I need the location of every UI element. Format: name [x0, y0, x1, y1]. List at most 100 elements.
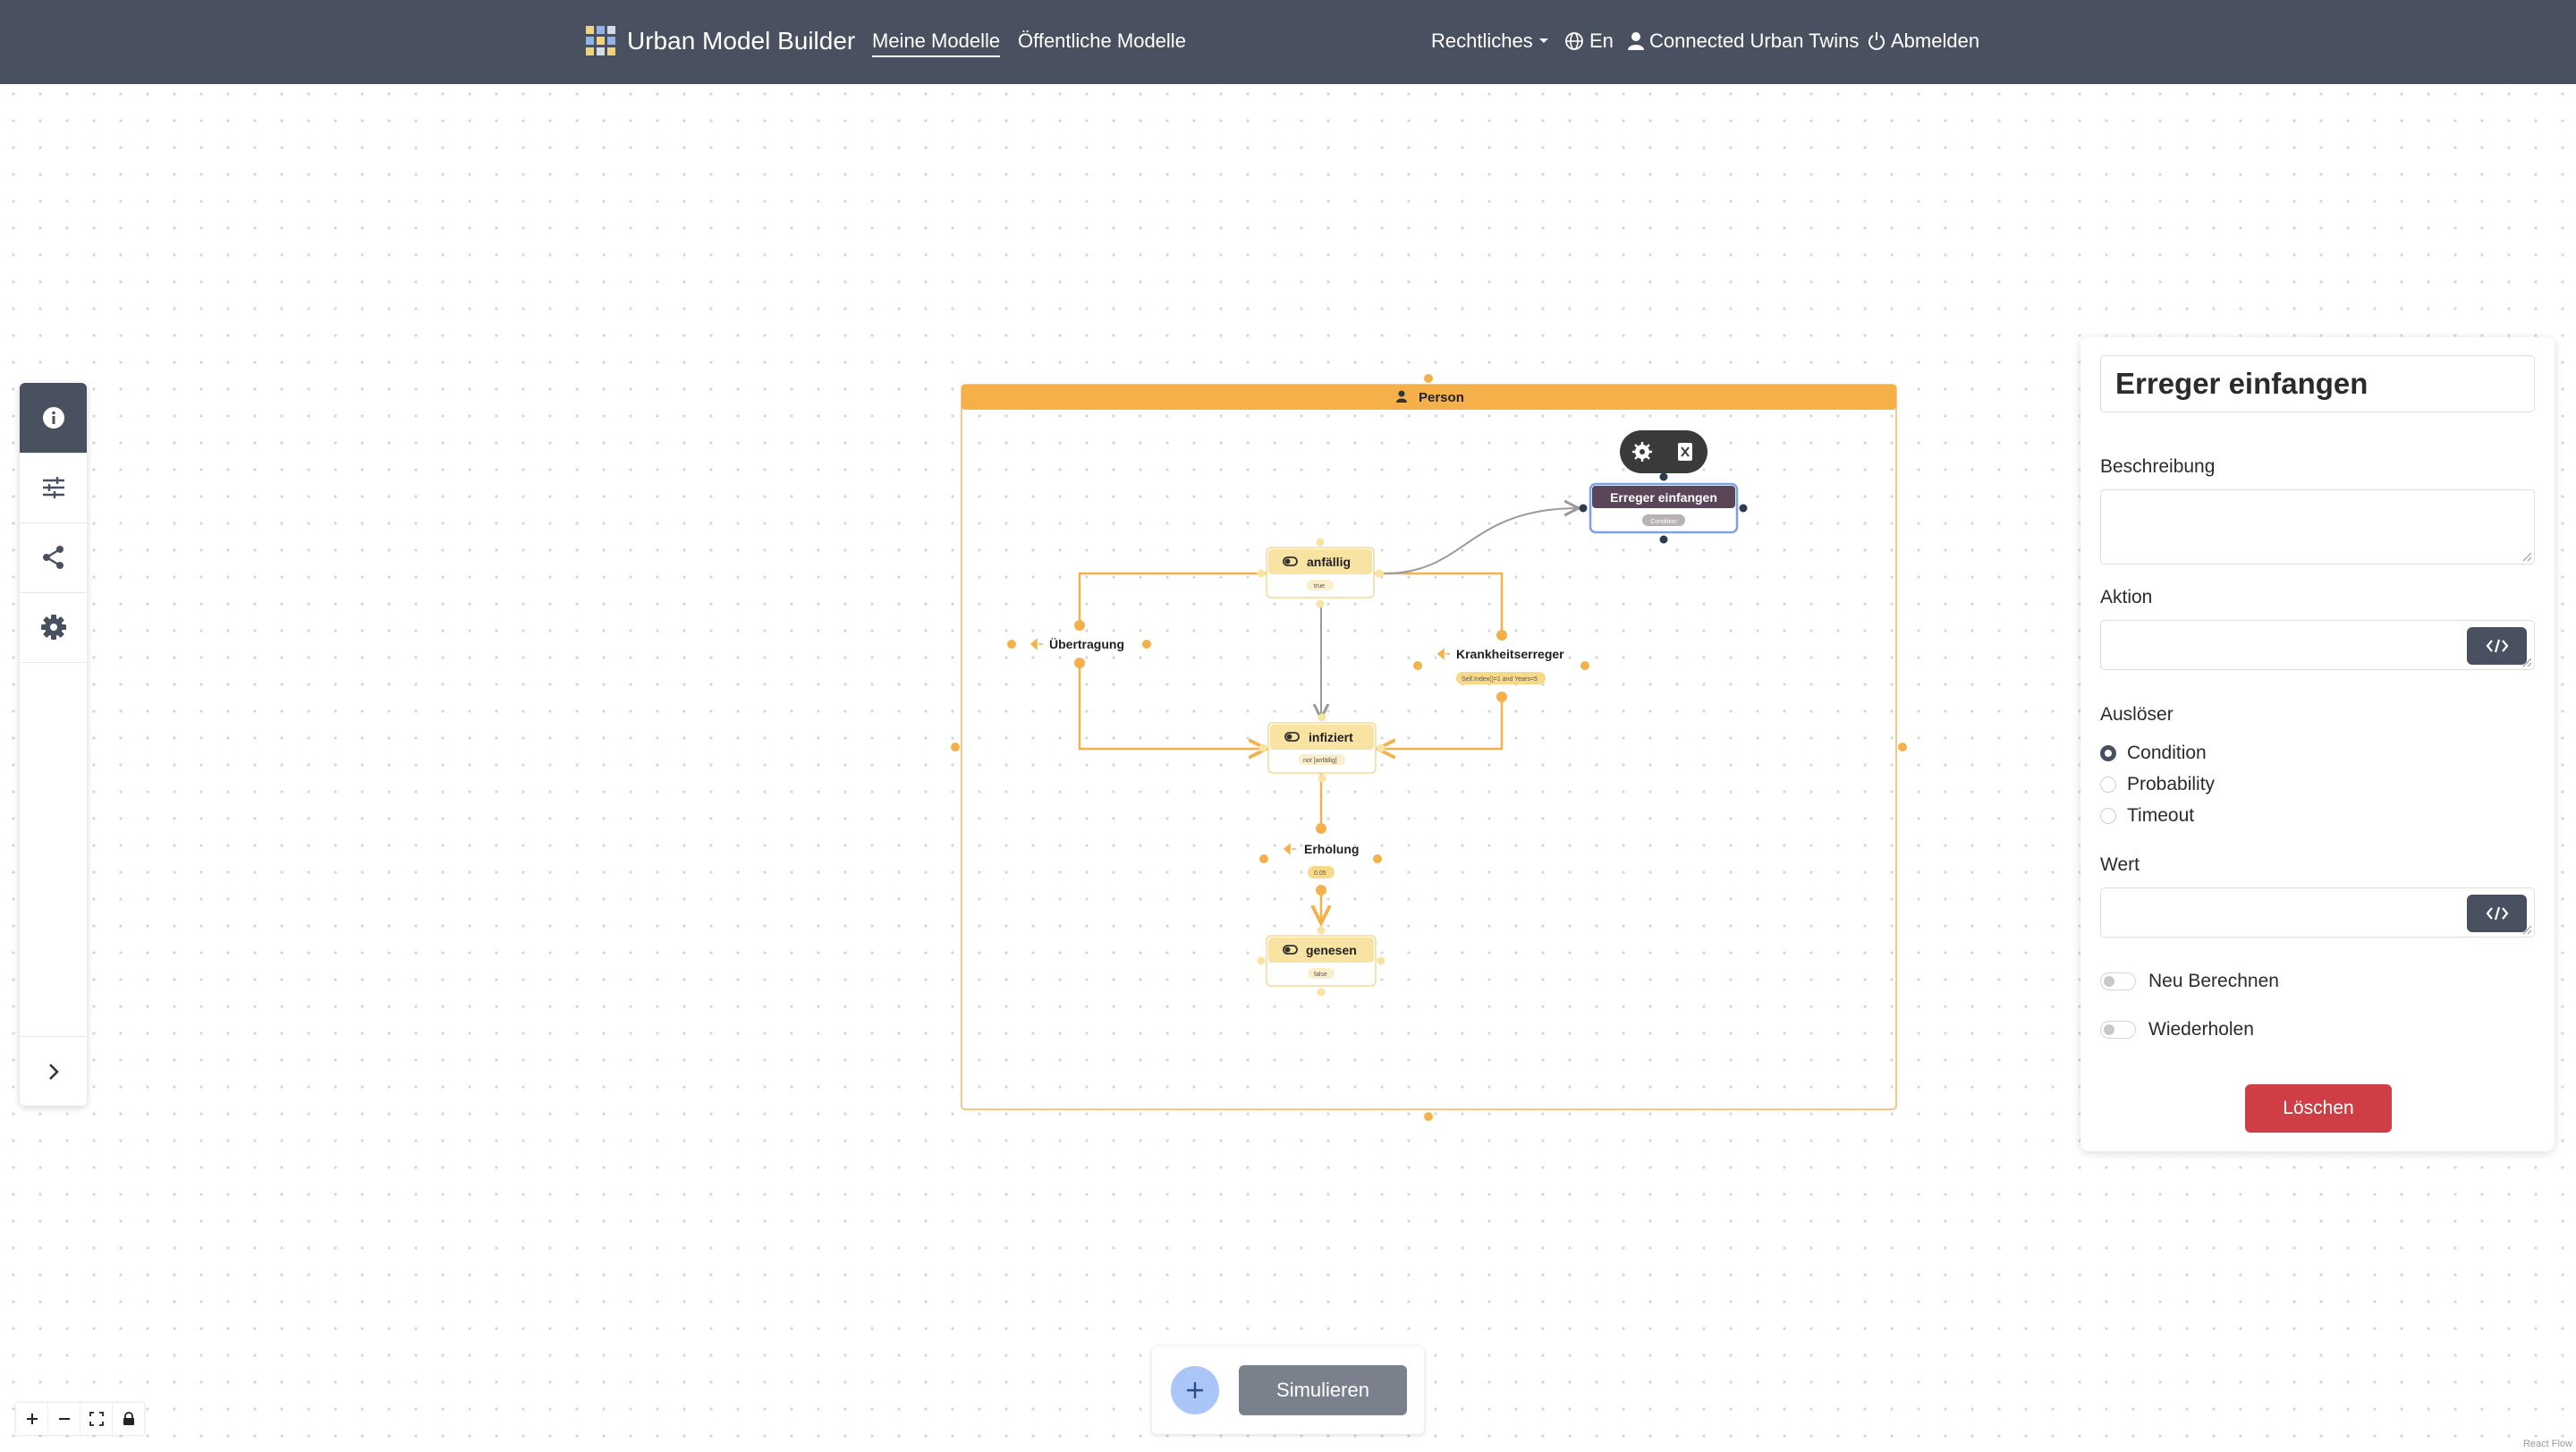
properties-panel: Erreger einfangen Beschreibung Aktion Au… — [2080, 337, 2555, 1151]
action-textarea[interactable] — [2100, 620, 2535, 670]
description-label: Beschreibung — [2100, 456, 2216, 477]
trigger-option-probability[interactable]: Probability — [2100, 774, 2215, 795]
flow-icon — [1030, 638, 1043, 650]
flow-node-erholung[interactable]: Erholung 0.05 — [1259, 823, 1382, 896]
language-switch[interactable]: En — [1564, 30, 1614, 53]
sidebar-expand-button[interactable] — [20, 1036, 87, 1106]
sidebar-settings-button[interactable] — [20, 592, 87, 663]
globe-icon — [1565, 32, 1583, 50]
radio-label: Timeout — [2127, 805, 2195, 826]
stock-node-genesen[interactable]: genesen false — [1257, 926, 1385, 997]
resize-grip-icon[interactable] — [2521, 924, 2532, 935]
minus-icon — [58, 1418, 70, 1420]
plus-icon — [26, 1414, 38, 1424]
user-label: Connected Urban Twins — [1649, 30, 1860, 52]
node-label: Übertragung — [1049, 637, 1124, 651]
edges[interactable] — [1078, 508, 1579, 923]
value-textarea[interactable] — [2100, 887, 2535, 938]
person-icon — [1396, 390, 1407, 403]
transition-node-erreger-einfangen[interactable]: Erreger einfangen Condition — [1579, 430, 1748, 544]
radio-label: Probability — [2127, 774, 2216, 794]
group-title: Person — [1419, 390, 1464, 405]
toggle-recalculate[interactable]: Neu Berechnen — [2100, 971, 2279, 992]
flow-node-uebertragung[interactable]: Übertragung — [1007, 620, 1151, 668]
value-label: Wert — [2100, 854, 2140, 875]
lock-icon — [123, 1412, 134, 1425]
value-code-button[interactable] — [2467, 895, 2527, 932]
language-label: En — [1589, 30, 1614, 52]
toggle-icon — [1283, 556, 1298, 566]
toggle-repeat[interactable]: Wiederholen — [2100, 1019, 2254, 1040]
caret-down-icon — [1538, 38, 1548, 43]
nav-public-models[interactable]: Öffentliche Modelle — [1018, 30, 1186, 52]
radio-probability[interactable] — [2100, 777, 2116, 793]
group-handles[interactable] — [951, 374, 1907, 1121]
node-label: anfällig — [1307, 555, 1351, 569]
radio-label: Condition — [2127, 743, 2207, 763]
gear-icon — [40, 615, 66, 640]
pathogen-icon[interactable] — [1632, 442, 1652, 462]
legal-label: Rechtliches — [1431, 30, 1533, 52]
zoom-controls — [16, 1403, 144, 1435]
stock-node-anfaellig[interactable]: anfällig true — [1257, 538, 1384, 608]
toggle-icon — [1284, 732, 1300, 742]
toggle-switch[interactable] — [2100, 1021, 2136, 1039]
node-label: infiziert — [1309, 730, 1353, 744]
description-textarea[interactable] — [2100, 489, 2535, 565]
edge-uebertragung-infiziert — [1078, 662, 1267, 749]
left-sidebar — [20, 383, 87, 1106]
brand[interactable]: Urban Model Builder — [586, 26, 855, 56]
toggle-label: Neu Berechnen — [2148, 971, 2279, 991]
trigger-option-timeout[interactable]: Timeout — [2100, 805, 2194, 827]
trigger-option-condition[interactable]: Condition — [2100, 743, 2207, 764]
flow-icon — [1436, 648, 1450, 660]
power-icon — [1868, 32, 1885, 50]
group-node-person[interactable]: Person — [951, 374, 1907, 1121]
sliders-icon — [42, 477, 64, 498]
bottom-toolbar: Simulieren — [1152, 1346, 1424, 1434]
toggle-switch[interactable] — [2100, 972, 2136, 990]
radio-timeout[interactable] — [2100, 808, 2116, 824]
zoom-out-button[interactable] — [48, 1403, 80, 1435]
flow-node-krankheitserreger[interactable]: Krankheitserreger Self.Index()=1 and Yea… — [1413, 630, 1589, 702]
user-menu[interactable]: Connected Urban Twins — [1628, 30, 1859, 53]
simulate-button[interactable]: Simulieren — [1239, 1365, 1407, 1415]
sidebar-info-button[interactable] — [20, 383, 87, 454]
plus-icon — [1187, 1382, 1203, 1398]
toggle-label: Wiederholen — [2148, 1019, 2254, 1040]
delete-node-icon[interactable] — [1678, 443, 1692, 461]
react-flow-attribution[interactable]: React Flow — [2522, 1439, 2572, 1449]
top-navbar: Urban Model Builder Meine Modelle Öffent… — [0, 0, 2576, 84]
sidebar-parameters-button[interactable] — [20, 453, 87, 523]
edge-anfaellig-erreger — [1384, 508, 1579, 574]
edge-krankheitserreger-infiziert — [1377, 697, 1504, 749]
node-name-input[interactable]: Erreger einfangen — [2100, 355, 2535, 412]
trigger-label: Auslöser — [2100, 704, 2174, 725]
add-node-button[interactable] — [1171, 1366, 1219, 1414]
legal-dropdown[interactable]: Rechtliches — [1431, 30, 1549, 53]
edge-anfaellig-krankheitserreger — [1371, 572, 1504, 632]
resize-grip-icon[interactable] — [2521, 551, 2532, 562]
info-icon — [42, 407, 64, 429]
node-value: Self.Index()=1 and Years=5 — [1462, 676, 1538, 683]
node-label: Krankheitserreger — [1456, 647, 1564, 661]
delete-button[interactable]: Löschen — [2245, 1084, 2392, 1133]
action-code-button[interactable] — [2467, 627, 2527, 665]
lock-button[interactable] — [113, 1403, 144, 1435]
brand-name: Urban Model Builder — [627, 27, 856, 55]
node-value: true — [1314, 583, 1325, 590]
node-value: 0.05 — [1314, 870, 1326, 877]
fit-view-button[interactable] — [80, 1403, 113, 1435]
edge-anfaellig-uebertragung — [1078, 572, 1270, 625]
sidebar-share-button[interactable] — [20, 522, 87, 593]
resize-grip-icon[interactable] — [2521, 657, 2532, 667]
zoom-in-button[interactable] — [16, 1403, 48, 1435]
logout-label: Abmelden — [1891, 30, 1980, 52]
code-icon — [2486, 906, 2508, 921]
logout-button[interactable]: Abmelden — [1868, 30, 1979, 53]
stock-node-infiziert[interactable]: infiziert not [anfällig] — [1258, 713, 1385, 783]
chevron-right-icon — [48, 1064, 59, 1080]
radio-condition[interactable] — [2100, 745, 2116, 761]
nav-my-models[interactable]: Meine Modelle — [872, 30, 1001, 57]
